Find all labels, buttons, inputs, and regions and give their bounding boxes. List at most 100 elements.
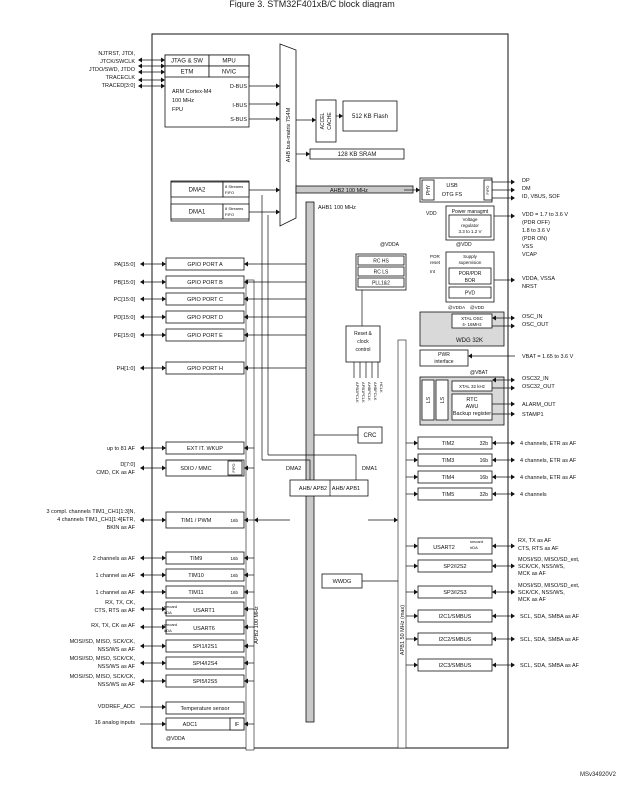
tim11-pin-arrow-head-left bbox=[140, 589, 144, 595]
tim2-width: 32b bbox=[480, 441, 489, 447]
i2c1-block-label: I2C1/SMBUS bbox=[439, 614, 472, 620]
adc-bus-arrow-head bbox=[244, 721, 248, 727]
tim1-signals-line-0: 3 compl. channels TIM1_CH1[1:3]N, bbox=[46, 509, 135, 515]
tim9-pin-arrow-head-right bbox=[162, 555, 166, 561]
i2c2-bus-arrow-head bbox=[414, 636, 418, 642]
analog-arrow-head bbox=[162, 721, 166, 727]
spi1-signals-line-0: MOSI/SD, MISO, SCK/CK, bbox=[70, 639, 136, 645]
jtag-sw-block-label: JTAG & SW bbox=[171, 59, 203, 65]
spi4-signals-line-1: NSS/WS as AF bbox=[98, 664, 136, 670]
spi3-signals-line-1: SCK/CK, NSS/WS, bbox=[518, 590, 565, 596]
gpio-signal-2: PC[15:0] bbox=[114, 297, 136, 303]
exti-block-bus-arrow-head bbox=[244, 445, 248, 451]
tim11-width: 16b bbox=[230, 590, 238, 595]
por-bor-block bbox=[448, 267, 492, 285]
spi5-bus-arrow-head bbox=[244, 678, 248, 684]
tim5-pin-arrow-head-left bbox=[492, 491, 496, 497]
etm-block-label: ETM bbox=[181, 70, 194, 76]
power-signals-line-1: (PDR OFF) bbox=[522, 220, 550, 226]
spi4-pin-arrow-head-left bbox=[140, 660, 144, 666]
i2c1-pin-arrow-head-right bbox=[511, 613, 515, 619]
usb-signals-line-1: DM bbox=[522, 186, 531, 192]
tim1-width: 16b bbox=[230, 518, 238, 523]
usb-fifo-label: FIFO bbox=[485, 185, 490, 194]
ibus-arrow-head bbox=[276, 101, 280, 107]
ahb2-bus-bar bbox=[295, 185, 414, 194]
gpio-port-0-label: GPIO PORT A bbox=[187, 262, 223, 268]
vdda-signals-line-1: NRST bbox=[522, 284, 538, 290]
sdio-pin-arrow-head-right bbox=[162, 465, 166, 471]
clock-out-label-1: APB1PCLK bbox=[361, 382, 366, 403]
usb-id-arrow-head bbox=[511, 195, 515, 201]
tim5-pin-arrow-head-right bbox=[511, 491, 515, 497]
gpio-pin-arrow-3-head-left bbox=[140, 314, 144, 320]
jtag-arrow-2-head-right bbox=[161, 63, 165, 69]
sdio-fifo-label: FIFO bbox=[231, 463, 236, 472]
spi3-pin-arrow-head-left bbox=[492, 589, 496, 595]
usart2-smcard-text-line-0: smcard bbox=[470, 539, 483, 544]
gpio-port-5-label: GPIO PORT H bbox=[187, 366, 223, 372]
usart2-signals-line-0: RX, TX as AF bbox=[518, 538, 552, 544]
gpio-bus-arrow-0-head bbox=[244, 261, 248, 267]
diagram-reference-code: MSv34920V2 bbox=[579, 772, 616, 778]
apb1-bus-label: APB1 50 MHz (max) bbox=[400, 605, 406, 655]
por-bor-text-line-0: POR/PDR bbox=[459, 271, 482, 277]
spi3-pin-arrow-head-right bbox=[511, 589, 515, 595]
clock-out-label-4: HCLK bbox=[379, 382, 384, 393]
tim9-width: 16b bbox=[230, 556, 238, 561]
dma2-streams bbox=[222, 181, 250, 198]
sdio-label: SDIO / MMC bbox=[180, 466, 211, 472]
rtc-text-line-2: Backup register bbox=[453, 411, 491, 417]
usart2-pin-arrow-head-right bbox=[511, 543, 515, 549]
spi2-pin-arrow-head-left bbox=[492, 563, 496, 569]
tim1-bus-arrow-head bbox=[244, 517, 248, 523]
tim2-label: TIM2 bbox=[442, 441, 455, 447]
tim4-signal: 4 channels, ETR as AF bbox=[520, 475, 577, 481]
sram-block-label: 128 KB SRAM bbox=[338, 152, 377, 158]
gpio-signal-5: PH[1:0] bbox=[117, 366, 136, 372]
sdio-pin-arrow-head-left bbox=[140, 465, 144, 471]
gpio-port-3-label: GPIO PORT D bbox=[187, 315, 223, 321]
ahb-apb2-label: AHB/ APB2 bbox=[299, 486, 327, 492]
ahb-bus-matrix bbox=[279, 43, 297, 227]
apb1-bus-bar bbox=[397, 339, 407, 749]
wwdg-block-label: WWDG bbox=[333, 579, 352, 585]
usb-otg-label: OTG FS bbox=[442, 192, 463, 198]
dma2-streams-text-line-1: FIFO bbox=[225, 190, 234, 195]
at-vdda-label-2: @VDDA bbox=[448, 305, 465, 310]
spi5-signals-line-0: MOSI/SD, MISO, SCK/CK, bbox=[70, 674, 136, 680]
dma2-block-label: DMA2 bbox=[189, 188, 206, 194]
vbat-label: @VBAT bbox=[470, 370, 488, 376]
apb1-bridge-arrow-head bbox=[394, 517, 398, 523]
pwr-interface-block bbox=[419, 349, 469, 367]
spi2-pin-arrow-head-right bbox=[511, 563, 515, 569]
usb-dm-arrow-head bbox=[511, 187, 515, 193]
gpio-pin-arrow-5-head-left bbox=[140, 365, 144, 371]
power-signals-line-2: 1.8 to 3.6 V bbox=[522, 228, 550, 234]
reset-clock-text-line-0: Reset & bbox=[354, 331, 372, 337]
usart1-signals-line-1: CTS, RTS as AF bbox=[94, 608, 135, 614]
dma1-streams bbox=[222, 203, 250, 220]
apb2-bus-label: APB2 100 MHz bbox=[254, 606, 260, 644]
ahb-apb1-label: AHB/ APB1 bbox=[332, 486, 360, 492]
jtag-signals-line-2: JTDO/SWD, JTDO bbox=[89, 67, 136, 73]
dma1-streams-text-line-1: FIFO bbox=[225, 212, 234, 217]
crc-block-label: CRC bbox=[364, 433, 378, 439]
tim4-pin-arrow-head-right bbox=[511, 474, 515, 480]
tim2-bus-arrow-head bbox=[414, 440, 418, 446]
tim10-signal: 1 channel as AF bbox=[96, 573, 136, 579]
jtag-arrow-4-head-right bbox=[161, 77, 165, 83]
apb2-bridge-arrow-head bbox=[254, 517, 258, 523]
vreg-text-line-0: Voltage bbox=[462, 217, 478, 222]
sdio-fifo bbox=[227, 460, 243, 476]
usart6-smcard-text-line-0: smcard bbox=[164, 622, 177, 627]
rtc-text-line-0: RTC bbox=[466, 397, 477, 403]
sdio-signals-line-1: CMD, CK as AF bbox=[96, 470, 135, 476]
ahb-apb-bridges bbox=[289, 479, 369, 497]
usart6-pin-arrow-head-right bbox=[162, 624, 166, 630]
gpio-signal-3: PD[15:0] bbox=[114, 315, 136, 321]
flash-bus-arrow-head bbox=[312, 117, 316, 123]
vdda-signals-line-0: VDDA, VSSA bbox=[522, 276, 555, 282]
power-signals-line-0: VDD = 1.7 to 3.6 V bbox=[522, 212, 568, 218]
rtc-block bbox=[451, 393, 493, 421]
